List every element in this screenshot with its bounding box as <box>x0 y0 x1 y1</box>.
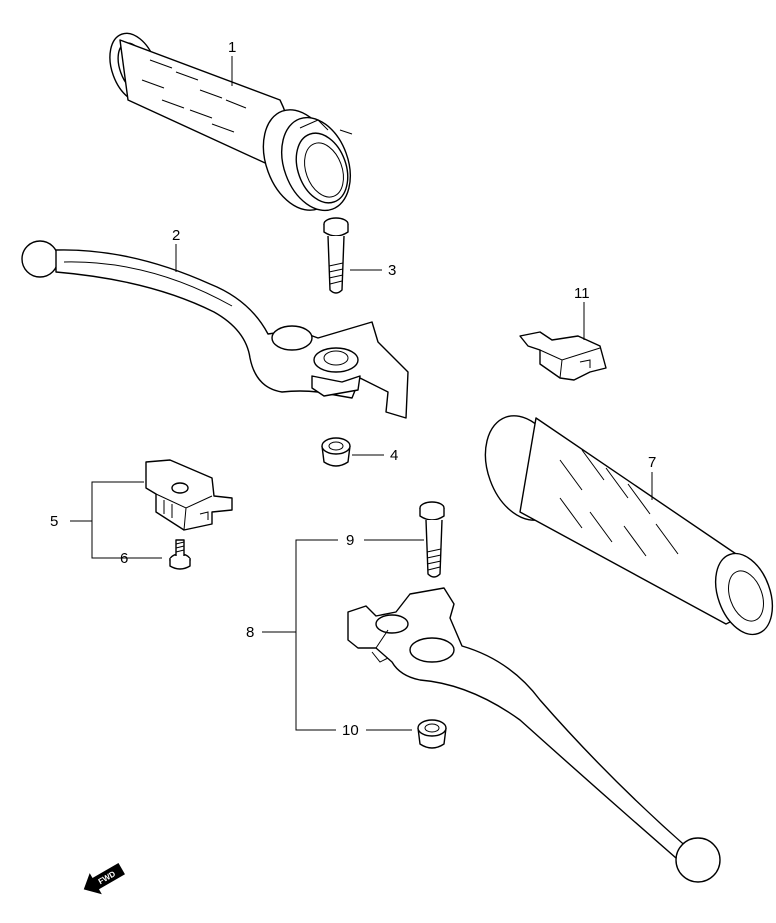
front-stop-switch-part <box>145 459 233 531</box>
callout-10: 10 <box>342 722 359 739</box>
clutch-nut-part <box>417 719 447 749</box>
lever-nut-part <box>321 437 351 467</box>
clutch-lever-part <box>347 587 721 883</box>
brake-lever-part <box>21 240 409 419</box>
clutch-pivot-bolt-part <box>419 501 445 578</box>
callout-9: 9 <box>346 532 354 549</box>
callout-2: 2 <box>172 227 180 244</box>
pivot-bolt-part <box>323 217 349 294</box>
callout-3: 3 <box>388 262 396 279</box>
fwd-arrow-icon: FWD <box>83 862 125 895</box>
leader-bracket-8-9-10 <box>262 539 338 731</box>
callout-11: 11 <box>574 285 590 302</box>
callout-5: 5 <box>50 513 58 530</box>
switch-screw-part <box>169 539 191 570</box>
callout-7: 7 <box>648 454 656 471</box>
callout-8: 8 <box>246 624 254 641</box>
left-grip-part <box>484 415 774 636</box>
clutch-switch-part <box>519 331 607 381</box>
callout-4: 4 <box>390 447 398 464</box>
callout-6: 6 <box>120 550 128 567</box>
callout-1: 1 <box>228 39 236 56</box>
leader-bracket-5-6 <box>70 481 162 559</box>
throttle-grip-part <box>109 32 353 212</box>
